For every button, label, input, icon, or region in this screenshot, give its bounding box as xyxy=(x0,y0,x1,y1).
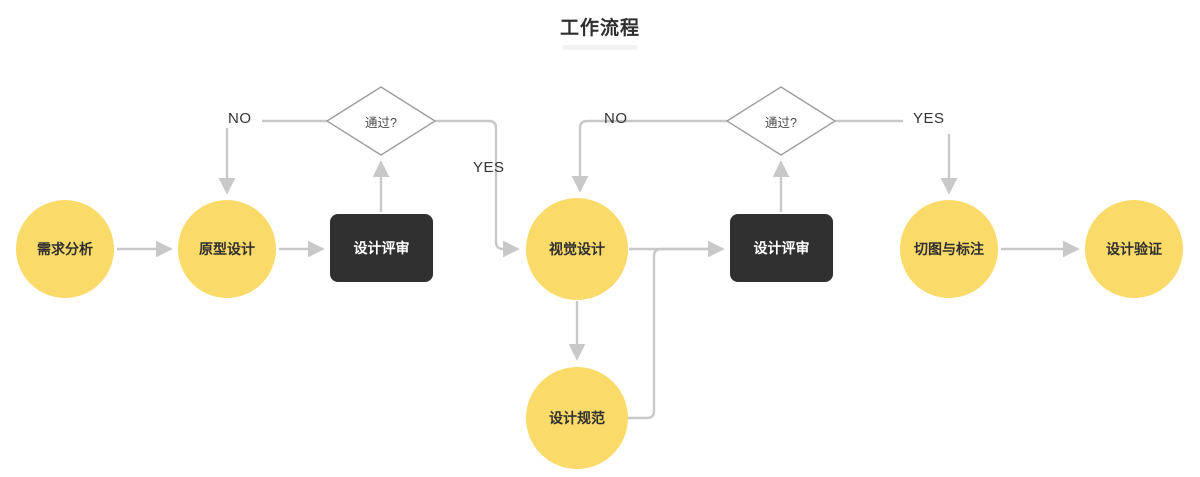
node-label: 需求分析 xyxy=(37,240,93,257)
node-design-verification[interactable]: 设计验证 xyxy=(1085,200,1183,298)
node-label: 设计评审 xyxy=(353,239,410,256)
node-label: 通过? xyxy=(365,115,397,130)
node-label: 原型设计 xyxy=(199,240,255,257)
node-gate-pass-2[interactable]: 通过? xyxy=(727,87,835,155)
node-gate-pass-1[interactable]: 通过? xyxy=(327,87,435,155)
node-label: 设计规范 xyxy=(549,409,605,426)
page-title: 工作流程 xyxy=(559,18,640,39)
node-slice-and-annotate[interactable]: 切图与标注 xyxy=(900,200,998,298)
gate2-diamond-shape xyxy=(726,86,836,156)
edge-gate1-yes xyxy=(435,119,520,258)
node-label: 通过? xyxy=(765,115,797,130)
node-requirements-analysis[interactable]: 需求分析 xyxy=(16,200,114,298)
gate1-diamond-shape xyxy=(326,86,436,156)
title-underline-rule xyxy=(563,45,637,50)
node-design-review-2[interactable]: 设计评审 xyxy=(730,214,833,282)
edge-label-no-2: NO xyxy=(604,110,628,127)
edge-spec-to-review2 xyxy=(626,247,723,420)
node-label: 设计评审 xyxy=(753,239,810,256)
edge-label-yes-2: YES xyxy=(913,110,945,127)
node-prototype-design[interactable]: 原型设计 xyxy=(178,200,276,298)
edge-gate2-no xyxy=(571,119,727,193)
node-label: 设计验证 xyxy=(1106,240,1162,257)
node-design-specification[interactable]: 设计规范 xyxy=(526,367,628,469)
node-label: 切图与标注 xyxy=(914,240,984,257)
node-label: 视觉设计 xyxy=(549,240,605,257)
edge-label-yes-1: YES xyxy=(473,159,505,176)
node-design-review-1[interactable]: 设计评审 xyxy=(330,214,433,282)
node-visual-design[interactable]: 视觉设计 xyxy=(526,198,628,300)
edge-label-no-1: NO xyxy=(228,110,252,127)
